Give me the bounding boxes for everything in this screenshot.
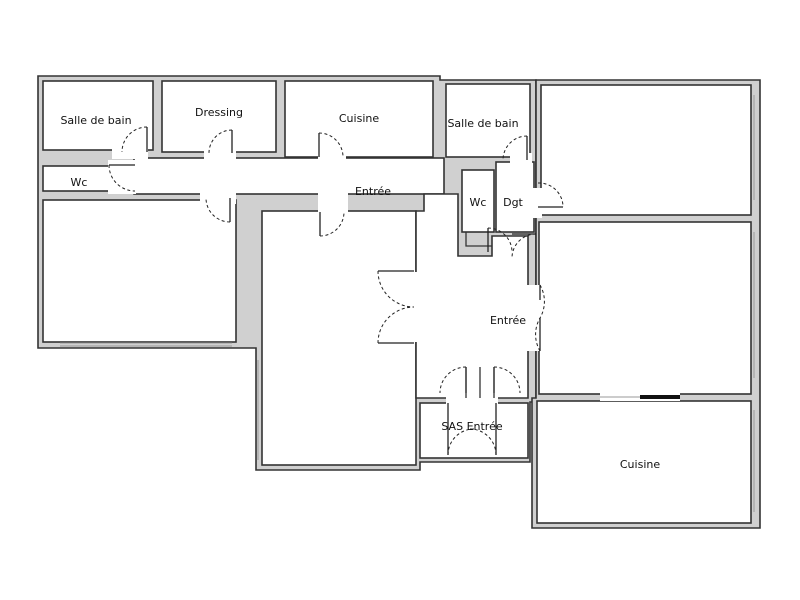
door-center-bedroom-side-a — [377, 270, 415, 308]
room-wc-2 — [461, 169, 495, 233]
room-top-right — [540, 84, 752, 216]
label-cuisine-2: Cuisine — [620, 458, 660, 471]
window-left-bottom — [60, 342, 232, 347]
label-salle-de-bain-1: Salle de bain — [60, 114, 131, 127]
door-dressing — [208, 129, 233, 154]
door-center-bedroom — [319, 211, 345, 237]
closet-walls — [465, 367, 495, 398]
room-cuisine-1 — [284, 80, 434, 158]
label-wc-1: Wc — [71, 176, 88, 189]
opening-left-bedroom — [200, 190, 236, 204]
room-middle-right — [538, 221, 752, 395]
opening-cuisine1 — [318, 153, 346, 161]
opening-sdb2 — [510, 153, 532, 165]
door-dgt — [537, 182, 564, 208]
opening-right-room — [526, 285, 542, 351]
door-wc2 — [487, 227, 513, 253]
door-dgt-hall — [511, 233, 537, 259]
opening-sdb1 — [112, 147, 148, 159]
label-entree-2: Entrée — [490, 314, 526, 327]
door-sdb1 — [121, 126, 148, 153]
hall-corridor-left — [133, 157, 445, 195]
room-dgt — [495, 161, 535, 233]
label-entree-1: Entrée — [355, 185, 391, 198]
wc-2-inner-step — [465, 232, 492, 247]
label-sas-entree: SAS Entrée — [441, 420, 502, 433]
door-sas-b — [469, 403, 497, 456]
opening-dgt — [528, 188, 542, 218]
room-sas-entree — [419, 402, 529, 459]
sliding-divider — [600, 393, 680, 401]
opening-sas — [446, 393, 498, 407]
door-right-room-b — [535, 317, 541, 352]
room-salle-de-bain-2 — [445, 83, 531, 158]
door-center-bedroom-side-b — [377, 306, 415, 344]
label-dressing: Dressing — [195, 106, 243, 119]
divider-slab — [640, 395, 680, 399]
room-bedroom-left — [42, 199, 237, 343]
door-cuisine1 — [318, 132, 344, 158]
door-left-bedroom — [205, 197, 231, 223]
label-salle-de-bain-2: Salle de bain — [447, 117, 518, 130]
label-dgt: Dgt — [503, 196, 523, 209]
opening-center-bedroom — [318, 192, 348, 214]
hall-entree-central — [415, 193, 529, 399]
opening-wc1 — [108, 160, 136, 194]
door-sas-a — [447, 403, 475, 456]
door-wc1 — [108, 164, 136, 192]
room-salle-de-bain-1 — [42, 80, 154, 151]
opening-center-bedroom-side — [412, 272, 422, 342]
room-bedroom-center — [261, 210, 417, 466]
opening-dressing — [204, 148, 236, 160]
label-wc-2: Wc — [470, 196, 487, 209]
label-cuisine-1: Cuisine — [339, 112, 379, 125]
door-sdb2 — [502, 135, 528, 161]
door-right-room-a — [539, 284, 545, 319]
